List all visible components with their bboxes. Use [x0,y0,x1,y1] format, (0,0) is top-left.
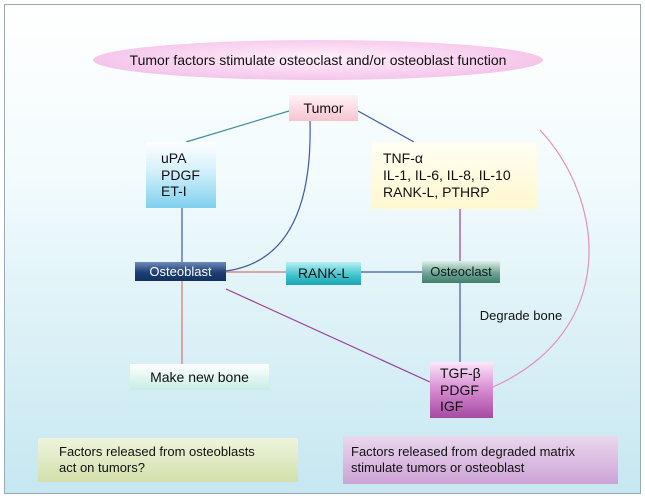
osteoblast-factors-note: Factors released from osteoblasts act on… [38,438,298,482]
note-left-line-1: Factors released from osteoblasts [59,444,255,460]
factor-et1: ET-I [161,183,187,200]
note-right-line-2: stimulate tumors or osteoblast [351,460,525,475]
osteoclast-factors-node: TNF-α IL-1, IL-6, IL-8, IL-10 RANK-L, PT… [372,142,537,209]
factor-interleukins: IL-1, IL-6, IL-8, IL-10 [383,167,511,184]
osteoblast-factors-node: uPA PDGF ET-I [146,142,216,208]
note-right-line-1: Factors released from degraded matrix [351,444,575,460]
osteoclast-label: Osteoclast [430,264,492,280]
note-left-line-2: act on tumors? [59,460,145,475]
diagram-title: Tumor factors stimulate osteoclast and/o… [93,40,543,80]
factor-tnf-alpha: TNF-α [383,150,423,167]
degrade-bone-text: Degrade bone [479,308,563,324]
make-new-bone-label: Make new bone [150,368,249,385]
tumor-node: Tumor [289,95,358,121]
degrade-bone-label: Degrade bone [467,306,575,326]
osteoblast-node: Osteoblast [135,262,226,281]
diagram-title-text: Tumor factors stimulate osteoclast and/o… [129,51,507,68]
rankl-node: RANK-L [286,262,361,285]
tumor-label: Tumor [303,99,344,116]
make-new-bone-node: Make new bone [130,364,269,390]
matrix-factors-node: TGF-β PDGF IGF [430,362,493,418]
factor-pdgf: PDGF [161,166,200,183]
factor-pdgf-matrix: PDGF [440,381,479,398]
factor-rankl-pthrp: RANK-L, PTHRP [383,183,490,200]
rankl-label: RANK-L [297,265,350,282]
matrix-factors-note: Factors released from degraded matrix st… [343,436,618,484]
osteoclast-node: Osteoclast [422,261,500,283]
factor-igf: IGF [440,398,464,415]
factor-upa: uPA [161,149,187,166]
osteoblast-label: Osteoblast [149,263,212,279]
factor-tgf-beta: TGF-β [440,364,481,381]
